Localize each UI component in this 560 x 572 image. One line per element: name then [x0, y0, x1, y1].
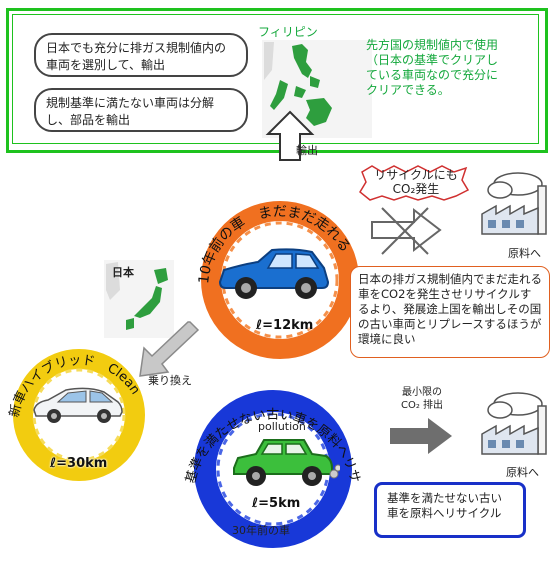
japan-label: 日本 — [112, 266, 134, 279]
switch-label: 乗り換え — [148, 374, 192, 387]
japan-map — [104, 260, 174, 338]
mindanao-island — [306, 98, 332, 126]
export-arrow-icon — [265, 110, 315, 161]
orange-ring-stroke — [201, 201, 359, 359]
usage-note: 先方国の規制値内で使用（日本の基準でクリアしている車両なので充分にクリアできる。 — [366, 38, 499, 97]
recycle-warning-burst — [359, 165, 470, 201]
recycle-note: 基準を満たせない古い車を原料へリサイクル — [374, 482, 526, 538]
neighbor-land — [264, 42, 274, 80]
hybrid-car-icon — [33, 387, 123, 423]
replacement-note-text: 日本の排ガス規制値内でまだ走れる車をCO2を発生させリサイクルするより、発展途上… — [358, 272, 542, 346]
min-co2-line2: CO₂ 排出 — [400, 400, 444, 411]
palawan-island — [270, 80, 288, 110]
factory-bottom-label: 原料へ — [506, 466, 539, 479]
recycle-warning-line1: リサイクルにも — [374, 168, 458, 182]
orange-distance: ℓ=12km — [256, 318, 314, 333]
min-co2-line1: 最小限の — [402, 387, 442, 398]
export-panel-inner-border — [12, 14, 539, 144]
export-note-text: 日本でも充分に排ガス規制値内の車両を選別して、輸出 — [46, 41, 227, 72]
factory-top-icon — [481, 172, 547, 235]
visayas-island — [294, 86, 306, 98]
samar-island — [310, 76, 320, 88]
kyushu-island — [126, 318, 134, 330]
blocked-arrow-icon — [371, 207, 442, 255]
yellow-ring — [13, 349, 145, 481]
parts-note-text: 規制基準に満たない車両は分解し、部品を輸出 — [46, 96, 215, 127]
country-label: フィリピン — [258, 25, 318, 39]
parts-note-pill: 規制基準に満たない車両は分解し、部品を輸出 — [34, 88, 248, 132]
blue-car-icon — [218, 248, 330, 299]
yellow-ring-inner — [32, 368, 126, 462]
japan-map-mainland — [106, 262, 120, 300]
min-co2-arrow-icon — [390, 418, 452, 454]
honshu-island — [134, 286, 162, 318]
old-car-icon — [233, 439, 340, 486]
replacement-note: 日本の排ガス規制値内でまだ走れる車をCO2を発生させリサイクルするより、発展途上… — [350, 266, 550, 358]
blue-ring-stroke — [194, 390, 352, 548]
factory-bottom-icon — [481, 392, 547, 455]
recycle-note-text: 基準を満たせない古い車を原料へリサイクル — [387, 491, 502, 520]
yellow-distance: ℓ=30km — [50, 456, 108, 471]
recycle-warning-line2: CO₂発生 — [392, 182, 440, 196]
export-note-pill: 日本でも充分に排ガス規制値内の車両を選別して、輸出 — [34, 33, 248, 77]
yellow-ring-stroke — [13, 349, 145, 481]
switch-arrow-icon — [139, 321, 200, 377]
blue-distance: ℓ=5km — [252, 496, 301, 511]
recycle-warning-text: リサイクルにも CO₂発生 — [366, 168, 466, 196]
min-co2-label: 最小限の CO₂ 排出 — [392, 386, 452, 412]
hokkaido-island — [154, 268, 168, 284]
pollution-label: pollution — [258, 420, 306, 433]
luzon-island — [292, 44, 312, 78]
factory-top-label: 原料へ — [508, 247, 541, 260]
blue-ring-bottom-label: 30年前の車 — [232, 524, 290, 537]
export-label: 輸出 — [296, 144, 318, 157]
